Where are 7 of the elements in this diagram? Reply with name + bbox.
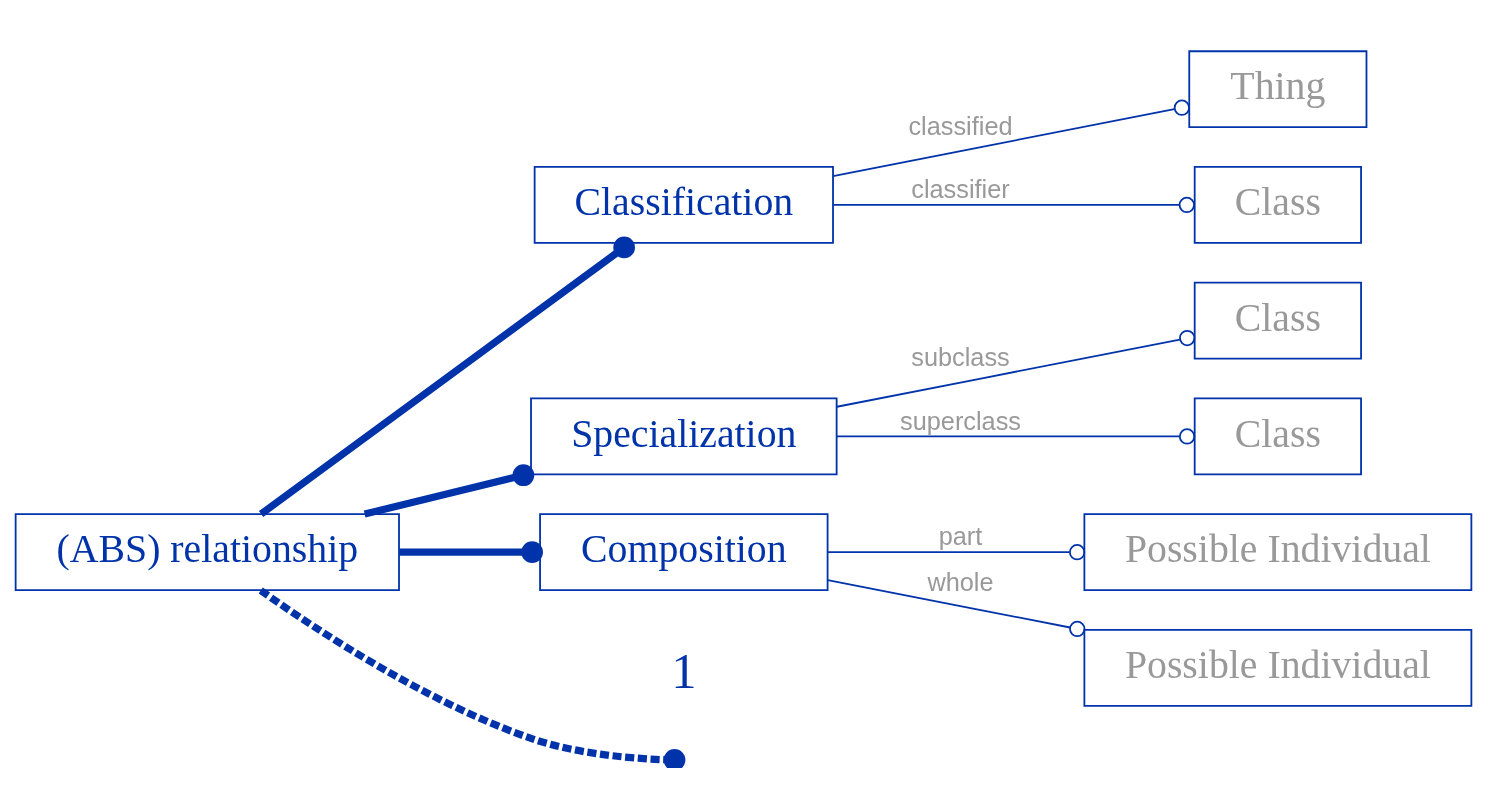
edge-label: whole [927, 566, 994, 595]
label: 1 [671, 642, 697, 699]
edge-label: classified [908, 111, 1013, 140]
edge-label: superclass [900, 406, 1021, 435]
edge-label: classifier [911, 174, 1010, 203]
edge-label: part [938, 521, 983, 550]
edge-label: subclass [911, 342, 1010, 371]
